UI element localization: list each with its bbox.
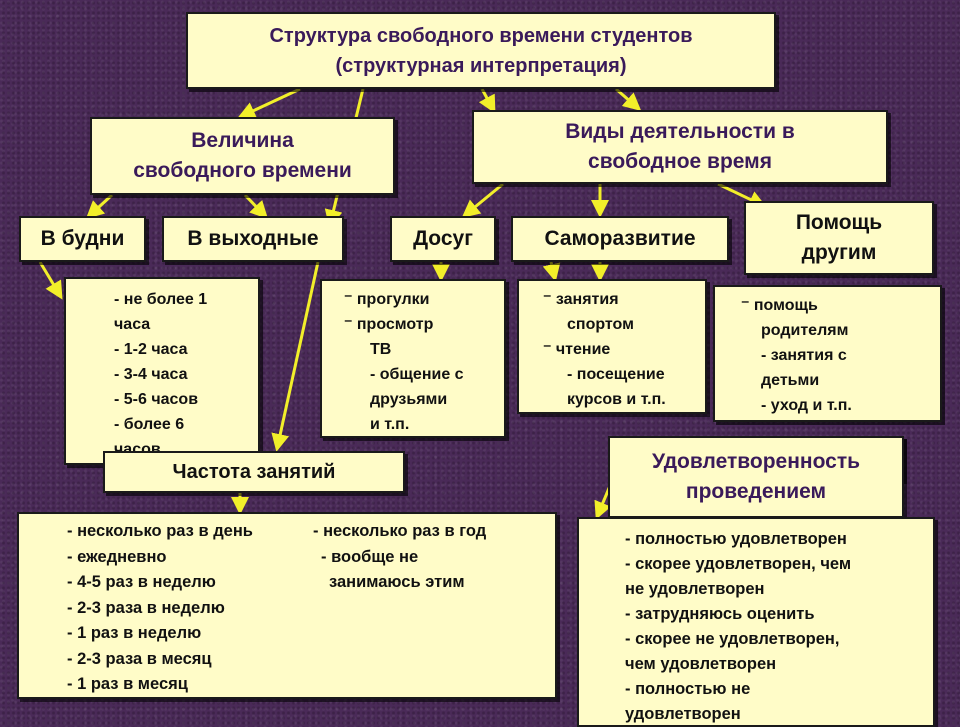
arrow-selfdev-to-list bbox=[542, 261, 561, 282]
list-item: удовлетворен bbox=[625, 705, 741, 723]
list-item: часа bbox=[114, 316, 151, 333]
list-item: ⁻ помощь bbox=[741, 297, 818, 314]
leisure-label: Досуг bbox=[413, 227, 473, 250]
arrow-activities-to-leisure bbox=[461, 182, 504, 218]
list-item: - не более 1 bbox=[114, 291, 208, 308]
selfdev-list: ⁻ занятия спортом ⁻ чтение - посещение к… bbox=[517, 279, 707, 414]
arrow-title-to-satisfaction bbox=[615, 87, 642, 111]
main-title-line2: (структурная интерпретация) bbox=[335, 54, 627, 77]
list-item: ⁻ чтение bbox=[543, 341, 611, 358]
list-item: - скорее удовлетворен, чем bbox=[625, 555, 852, 573]
arrow-title-to-activities bbox=[478, 88, 496, 114]
satisfaction-line1: Удовлетворенность bbox=[651, 450, 861, 473]
list-item: - несколько раз в день bbox=[67, 522, 253, 540]
selfdev-box: Саморазвитие bbox=[511, 216, 729, 262]
leisure-list: ⁻ прогулки ⁻ просмотр ТВ - общение с дру… bbox=[320, 279, 506, 438]
list-item: ⁻ занятия bbox=[543, 291, 619, 308]
satisfaction-title-box-frame: Удовлетворенность проведением bbox=[608, 436, 904, 518]
list-item: детьми bbox=[761, 372, 820, 389]
weekends-label: В выходные bbox=[187, 227, 319, 250]
hours-list: - не более 1 часа - 1-2 часа - 3-4 часа … bbox=[64, 277, 260, 465]
arrow-weekdays-to-hours bbox=[38, 261, 63, 300]
list-item: спортом bbox=[567, 316, 634, 333]
arrow-amount-to-weekdays bbox=[85, 193, 114, 220]
list-item: - 2-3 раза в месяц bbox=[67, 649, 212, 668]
list-item: - вообще не bbox=[321, 547, 419, 566]
frequency-column-2: - несколько раз в год - вообще не занима… bbox=[313, 519, 486, 596]
amount-line2: свободного времени bbox=[133, 159, 352, 182]
list-item: - общение с bbox=[370, 366, 464, 383]
arrow-weekends-to-frequency bbox=[271, 261, 320, 452]
list-item: ТВ bbox=[370, 341, 392, 358]
list-item: - 3-4 часа bbox=[114, 366, 188, 383]
main-title-box: Структура свободного времени студентов (… bbox=[186, 12, 776, 89]
weekdays-box: В будни bbox=[19, 216, 146, 262]
list-item: ⁻ просмотр bbox=[344, 316, 434, 333]
amount-line1: Величина bbox=[191, 129, 294, 152]
list-item: ⁻ прогулки bbox=[344, 291, 430, 308]
arrow-amount-to-weekends bbox=[243, 193, 269, 220]
help-box: Помощь другим bbox=[744, 201, 934, 275]
list-item: курсов и т.п. bbox=[567, 391, 666, 408]
list-item: - 1 раз в месяц bbox=[67, 675, 188, 693]
leisure-box: Досуг bbox=[390, 216, 496, 262]
list-item: и т.п. bbox=[370, 416, 410, 433]
list-item: - 1-2 часа bbox=[114, 341, 188, 358]
frequency-title-box: Частота занятий bbox=[103, 451, 405, 493]
weekdays-label: В будни bbox=[40, 227, 125, 250]
list-item: друзьями bbox=[370, 391, 448, 408]
frequency-list: - несколько раз в день - ежедневно - 4-5… bbox=[17, 512, 557, 699]
help-list: ⁻ помощь родителям - занятия с детьми - … bbox=[713, 285, 942, 422]
satisfaction-list: - полностью удовлетворен - скорее удовле… bbox=[577, 517, 935, 727]
list-item: чем удовлетворен bbox=[625, 655, 777, 673]
list-item: - ежедневно bbox=[67, 547, 167, 566]
list-item: - полностью не bbox=[625, 680, 751, 698]
list-item: - 2-3 раза в неделю bbox=[67, 598, 225, 617]
list-item: - занятия с bbox=[761, 347, 847, 364]
list-item: не удовлетворен bbox=[625, 580, 765, 598]
list-item: родителям bbox=[761, 322, 849, 339]
selfdev-label: Саморазвитие bbox=[544, 227, 696, 250]
activities-box: Виды деятельности в свободное время bbox=[472, 110, 888, 184]
list-item: - 5-6 часов bbox=[114, 391, 199, 408]
main-title-line1: Структура свободного времени студентов bbox=[269, 24, 693, 47]
amount-box: Величина свободного времени bbox=[90, 117, 395, 195]
list-item: - 4-5 раз в неделю bbox=[67, 573, 216, 591]
list-item: - более 6 bbox=[114, 416, 185, 433]
list-item: - 1 раз в неделю bbox=[67, 624, 202, 642]
frequency-column-1: - несколько раз в день - ежедневно - 4-5… bbox=[67, 519, 253, 697]
list-item: - уход и т.п. bbox=[761, 397, 852, 414]
list-item: - несколько раз в год bbox=[313, 522, 487, 540]
list-item: - посещение bbox=[567, 366, 665, 383]
satisfaction-line2: проведением bbox=[685, 480, 827, 503]
help-line1: Помощь bbox=[795, 211, 883, 234]
list-item: - скорее не удовлетворен, bbox=[625, 630, 840, 648]
list-item: - полностью удовлетворен bbox=[625, 530, 847, 548]
weekends-box: В выходные bbox=[162, 216, 344, 262]
list-item: занимаюсь этим bbox=[329, 573, 465, 591]
arrow-title-to-amount bbox=[237, 87, 301, 119]
list-item: - затрудняюсь оценить bbox=[625, 605, 815, 623]
activities-line2: свободное время bbox=[588, 150, 772, 173]
frequency-title: Частота занятий bbox=[172, 461, 336, 483]
activities-line1: Виды деятельности в bbox=[565, 120, 795, 143]
help-line2: другим bbox=[801, 241, 877, 264]
